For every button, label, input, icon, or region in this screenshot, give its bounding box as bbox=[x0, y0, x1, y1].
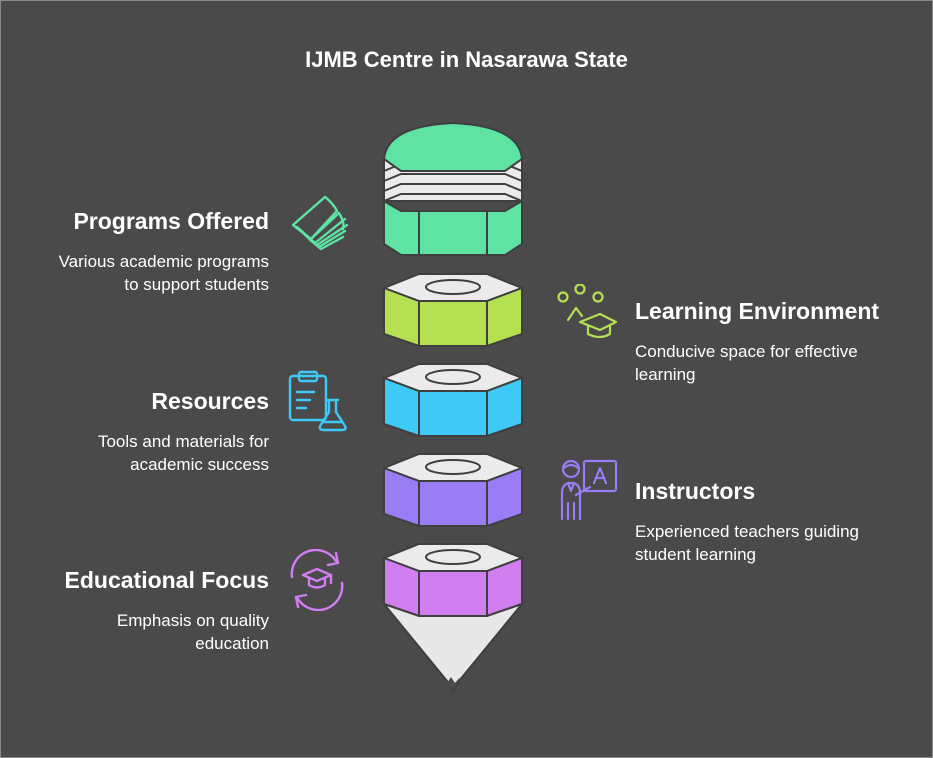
pencil-segment-learning bbox=[381, 273, 525, 347]
heading-focus: Educational Focus bbox=[64, 567, 269, 593]
pencil-segment-resources bbox=[381, 363, 525, 437]
cycle-graduation-cap-icon bbox=[290, 549, 344, 611]
desc-resources: Tools and materials for academic success bbox=[97, 432, 269, 474]
clipboard-flask-icon bbox=[288, 370, 347, 432]
students-graduation-cap-icon bbox=[557, 284, 618, 339]
pencil-tip bbox=[381, 601, 525, 693]
teacher-board-icon bbox=[560, 459, 618, 521]
desc-focus: Emphasis on quality education bbox=[116, 611, 269, 653]
heading-instructors: Instructors bbox=[635, 478, 756, 504]
pencil-segment-focus bbox=[381, 543, 525, 617]
desc-learning: Conducive space for effective learning bbox=[635, 342, 858, 384]
heading-learning: Learning Environment bbox=[635, 298, 880, 324]
pencil-top-section bbox=[382, 121, 524, 256]
open-book-icon bbox=[291, 195, 349, 251]
desc-programs: Various academic programs to support stu… bbox=[58, 252, 269, 294]
heading-programs: Programs Offered bbox=[73, 208, 269, 234]
segment-programs-front bbox=[383, 199, 523, 256]
heading-resources: Resources bbox=[151, 388, 269, 414]
diagram-title: IJMB Centre in Nasarawa State bbox=[305, 47, 628, 72]
pencil-segment-instructors bbox=[381, 453, 525, 527]
desc-instructors: Experienced teachers guiding student lea… bbox=[635, 522, 859, 564]
segment-programs-top bbox=[382, 121, 524, 172]
